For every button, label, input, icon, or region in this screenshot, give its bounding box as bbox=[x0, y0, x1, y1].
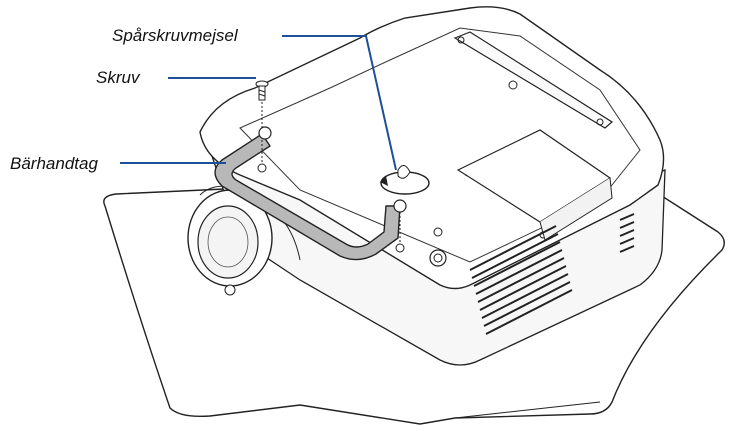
screw-hole bbox=[393, 199, 407, 213]
side-vent bbox=[619, 213, 635, 253]
bottom-plate bbox=[239, 27, 641, 263]
hole bbox=[433, 227, 443, 237]
hole bbox=[508, 80, 518, 90]
screw-label: Skruv bbox=[96, 68, 140, 87]
screw-hole bbox=[258, 126, 272, 140]
cap-strap bbox=[224, 284, 236, 296]
rotation-arrow bbox=[380, 165, 430, 195]
rail bbox=[453, 31, 614, 129]
screwdriver-label: Spårskruvmejsel bbox=[112, 26, 238, 45]
lens bbox=[197, 205, 259, 279]
screw bbox=[255, 80, 269, 128]
carry-handle bbox=[214, 133, 401, 261]
leader-screwdriver bbox=[282, 35, 397, 171]
sheet-fold bbox=[454, 401, 601, 419]
leader-lines bbox=[120, 35, 397, 171]
carry-handle-label: Bärhandtag bbox=[10, 154, 98, 173]
adjustable-foot bbox=[429, 249, 447, 267]
vent-grille bbox=[469, 225, 573, 335]
